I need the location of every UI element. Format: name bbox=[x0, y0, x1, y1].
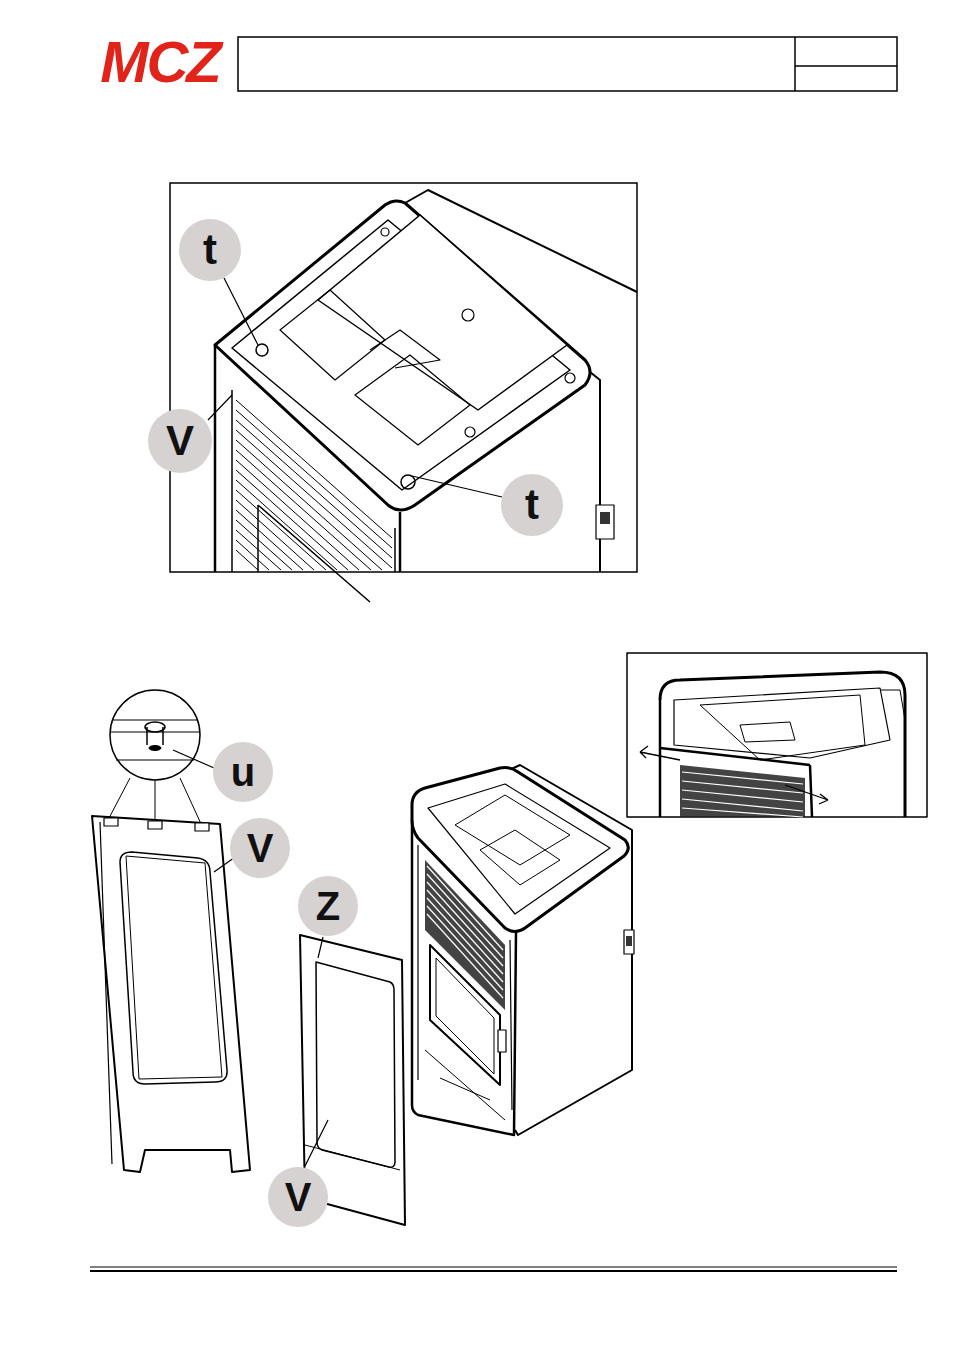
stove-top-view bbox=[215, 190, 637, 602]
leader-line bbox=[208, 278, 502, 497]
callout-letter: V bbox=[285, 1175, 312, 1219]
callout-letter: u bbox=[231, 750, 255, 794]
footer-rule bbox=[90, 1267, 897, 1271]
callout-letter: t bbox=[525, 482, 539, 528]
callout-letter: t bbox=[203, 227, 217, 273]
callout-letter: V bbox=[247, 826, 274, 870]
header-frame bbox=[238, 37, 897, 91]
fixing-detail bbox=[108, 690, 214, 826]
callout-letter: Z bbox=[316, 884, 340, 928]
inset-view bbox=[627, 653, 927, 817]
brand-logo: MCZ bbox=[100, 30, 220, 94]
callout-letter: V bbox=[166, 418, 194, 464]
figure-frame bbox=[170, 183, 637, 572]
callout-disc bbox=[148, 219, 563, 1227]
side-panel bbox=[92, 816, 250, 1172]
stove-body bbox=[412, 765, 634, 1135]
